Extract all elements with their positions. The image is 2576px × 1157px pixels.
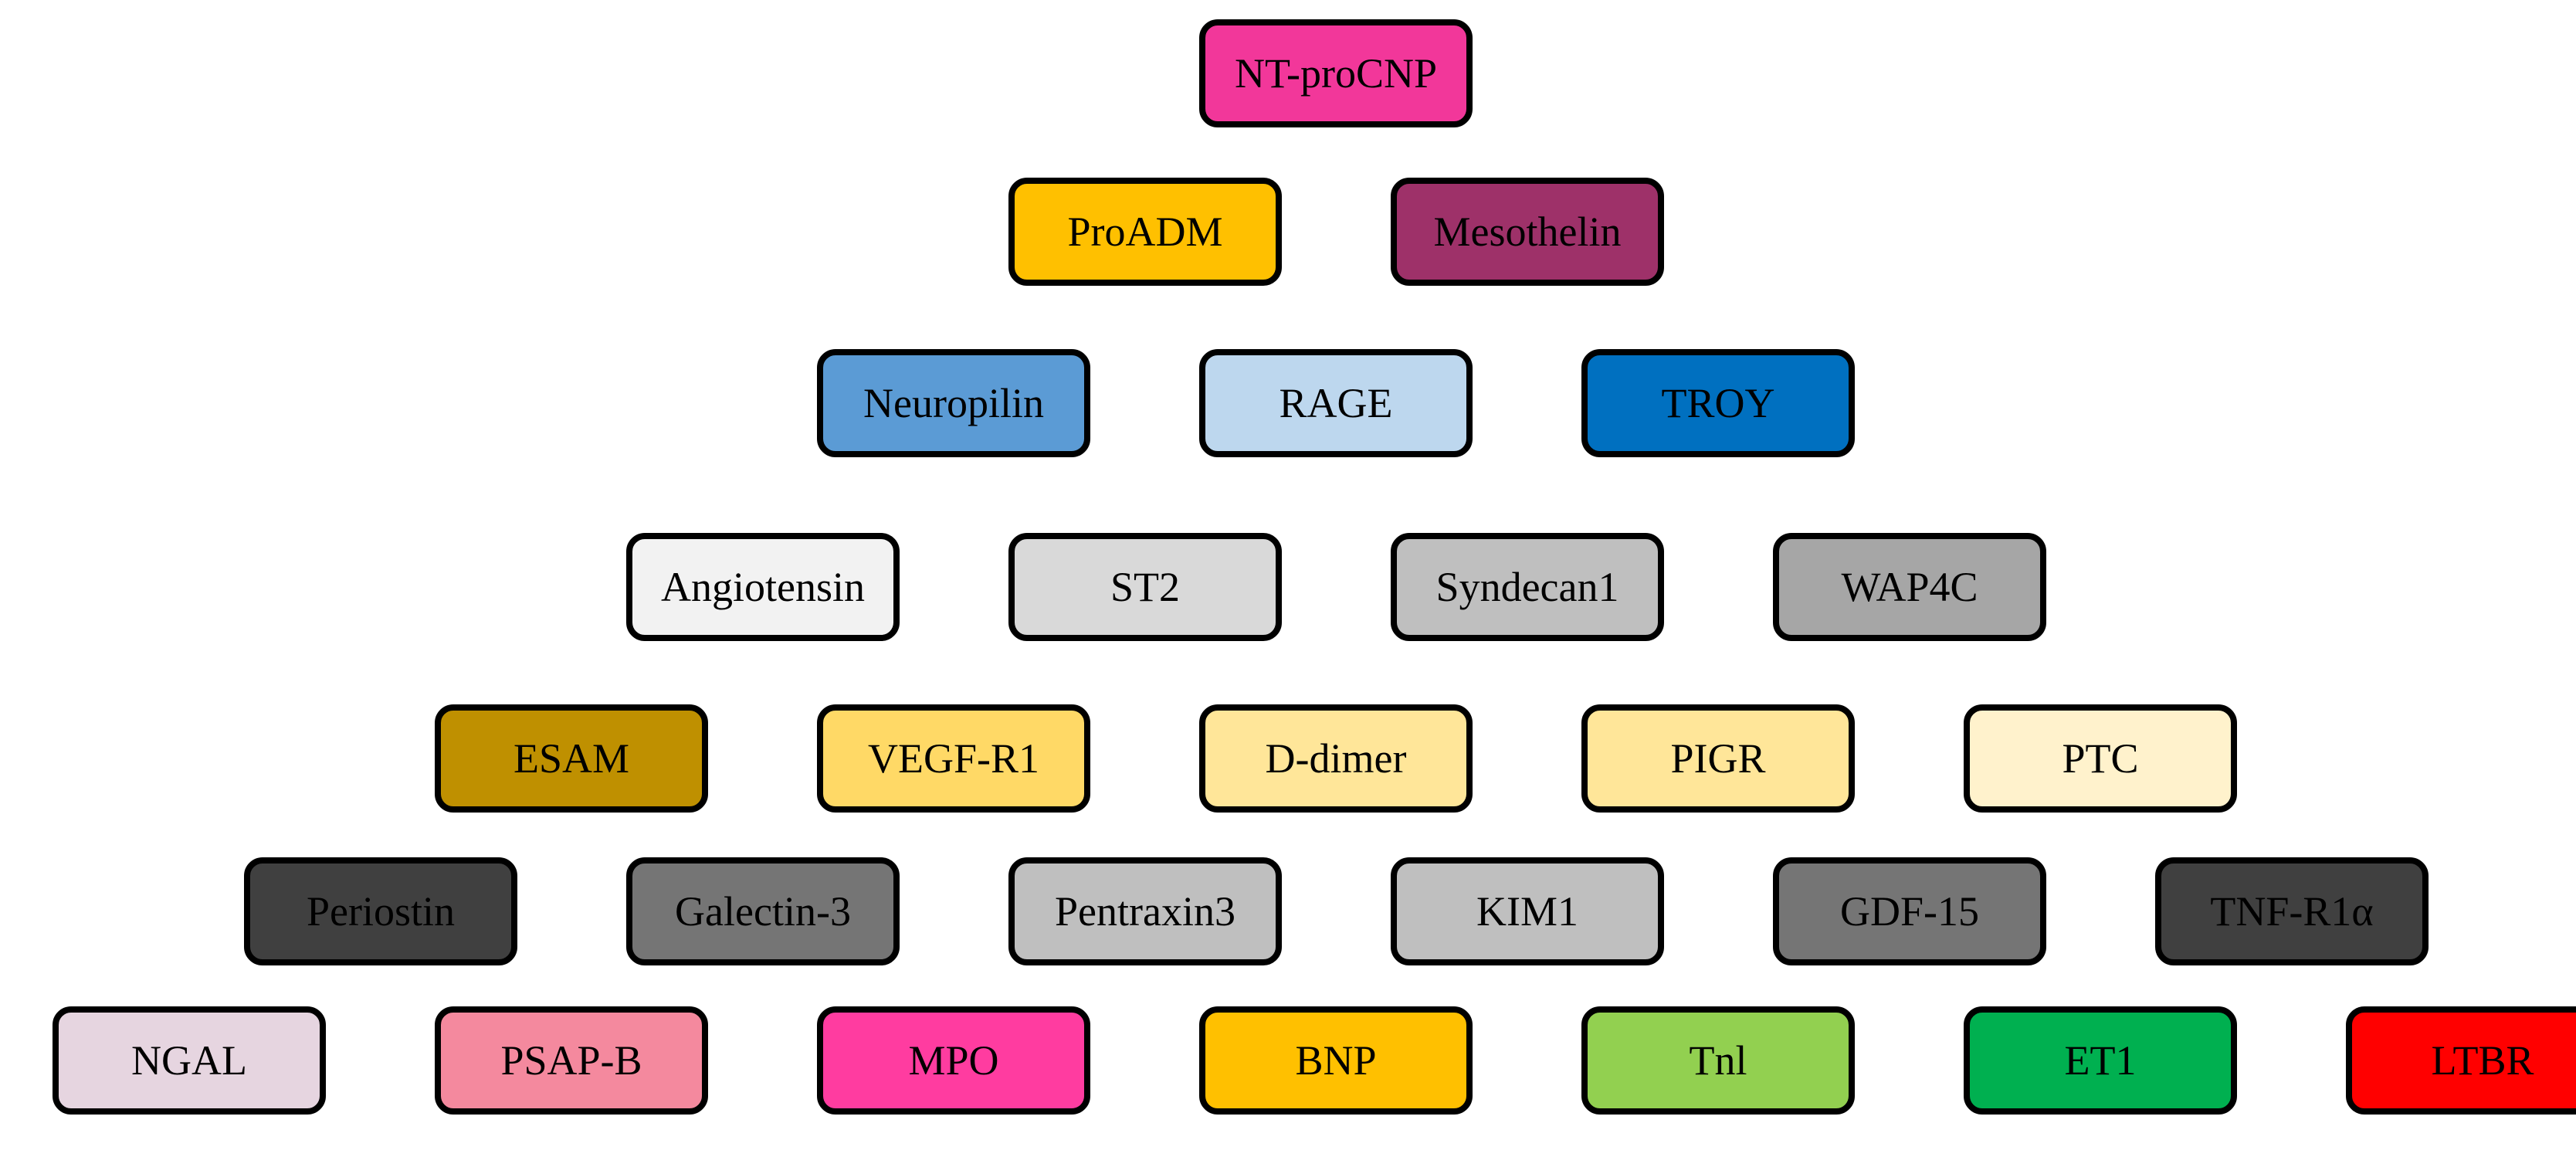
biomarker-label: PIGR	[1670, 735, 1766, 782]
biomarker-node-tnl: Tnl	[1581, 1006, 1855, 1115]
biomarker-node-syndecan1: Syndecan1	[1391, 533, 1664, 641]
biomarker-label: Syndecan1	[1435, 564, 1619, 610]
biomarker-label: GDF-15	[1839, 888, 1979, 935]
biomarker-label: PSAP-B	[500, 1037, 642, 1084]
biomarker-label: Neuropilin	[863, 380, 1044, 426]
biomarker-node-ngal: NGAL	[53, 1006, 326, 1115]
biomarker-label: TNF-R1α	[2210, 888, 2374, 935]
pyramid-row-7: NGAL PSAP-B MPO BNP Tnl ET1 LTBR	[0, 1006, 2576, 1122]
biomarker-node-troy: TROY	[1581, 349, 1855, 457]
biomarker-node-mesothelin: Mesothelin	[1391, 178, 1664, 286]
biomarker-node-vegf-r1: VEGF-R1	[817, 704, 1090, 813]
biomarker-label: Mesothelin	[1433, 209, 1622, 255]
biomarker-label: WAP4C	[1841, 564, 1978, 610]
biomarker-label: ProADM	[1067, 209, 1223, 255]
biomarker-node-neuropilin: Neuropilin	[817, 349, 1090, 457]
biomarker-node-periostin: Periostin	[244, 857, 517, 965]
biomarker-label: Pentraxin3	[1055, 888, 1235, 935]
biomarker-node-pigr: PIGR	[1581, 704, 1855, 813]
biomarker-label: NT-proCNP	[1234, 50, 1438, 97]
biomarker-node-gdf-15: GDF-15	[1773, 857, 2046, 965]
pyramid-row-4: Angiotensin ST2 Syndecan1 WAP4C	[0, 533, 2576, 649]
biomarker-node-esam: ESAM	[435, 704, 708, 813]
biomarker-label: ST2	[1110, 564, 1181, 610]
biomarker-node-ptc: PTC	[1964, 704, 2237, 813]
biomarker-label: D-dimer	[1265, 735, 1407, 782]
pyramid-row-2: ProADM Mesothelin	[0, 178, 2576, 293]
biomarker-node-kim1: KIM1	[1391, 857, 1664, 965]
biomarker-label: MPO	[908, 1037, 999, 1084]
biomarker-node-et1: ET1	[1964, 1006, 2237, 1115]
biomarker-label: ET1	[2064, 1037, 2137, 1084]
biomarker-node-proadm: ProADM	[1008, 178, 1282, 286]
pyramid-row-5: ESAM VEGF-R1 D-dimer PIGR PTC	[0, 704, 2576, 820]
pyramid-row-6: Periostin Galectin-3 Pentraxin3 KIM1 GDF-15 T…	[0, 857, 2576, 973]
biomarker-label: ESAM	[513, 735, 630, 782]
biomarker-label: Galectin-3	[675, 888, 851, 935]
biomarker-label: VEGF-R1	[867, 735, 1039, 782]
biomarker-node-rage: RAGE	[1199, 349, 1473, 457]
biomarker-label: Periostin	[306, 888, 455, 935]
biomarker-label: RAGE	[1279, 380, 1393, 426]
biomarker-node-tnf-r1: TNF-R1α	[2155, 857, 2429, 965]
biomarker-node-angiotensin: Angiotensin	[626, 533, 900, 641]
biomarker-node-st2: ST2	[1008, 533, 1282, 641]
pyramid-row-3: Neuropilin RAGE TROY	[0, 349, 2576, 465]
biomarker-label: Tnl	[1689, 1037, 1747, 1084]
biomarker-label: PTC	[2062, 735, 2139, 782]
biomarker-node-pentraxin3: Pentraxin3	[1008, 857, 1282, 965]
pyramid-row-1: NT-proCNP	[0, 19, 2576, 135]
biomarker-label: NGAL	[131, 1037, 247, 1084]
biomarker-label: TROY	[1661, 380, 1775, 426]
biomarker-node-nt-procnp: NT-proCNP	[1199, 19, 1473, 127]
biomarker-label: LTBR	[2431, 1037, 2534, 1084]
biomarker-label: BNP	[1295, 1037, 1377, 1084]
biomarker-node-psap-b: PSAP-B	[435, 1006, 708, 1115]
biomarker-node-galectin-3: Galectin-3	[626, 857, 900, 965]
biomarker-node-d-dimer: D-dimer	[1199, 704, 1473, 813]
biomarker-node-wap4c: WAP4C	[1773, 533, 2046, 641]
biomarker-node-ltbr: LTBR	[2346, 1006, 2576, 1115]
biomarker-label: KIM1	[1476, 888, 1578, 935]
biomarker-label: Angiotensin	[661, 564, 865, 610]
biomarker-node-bnp: BNP	[1199, 1006, 1473, 1115]
biomarker-node-mpo: MPO	[817, 1006, 1090, 1115]
